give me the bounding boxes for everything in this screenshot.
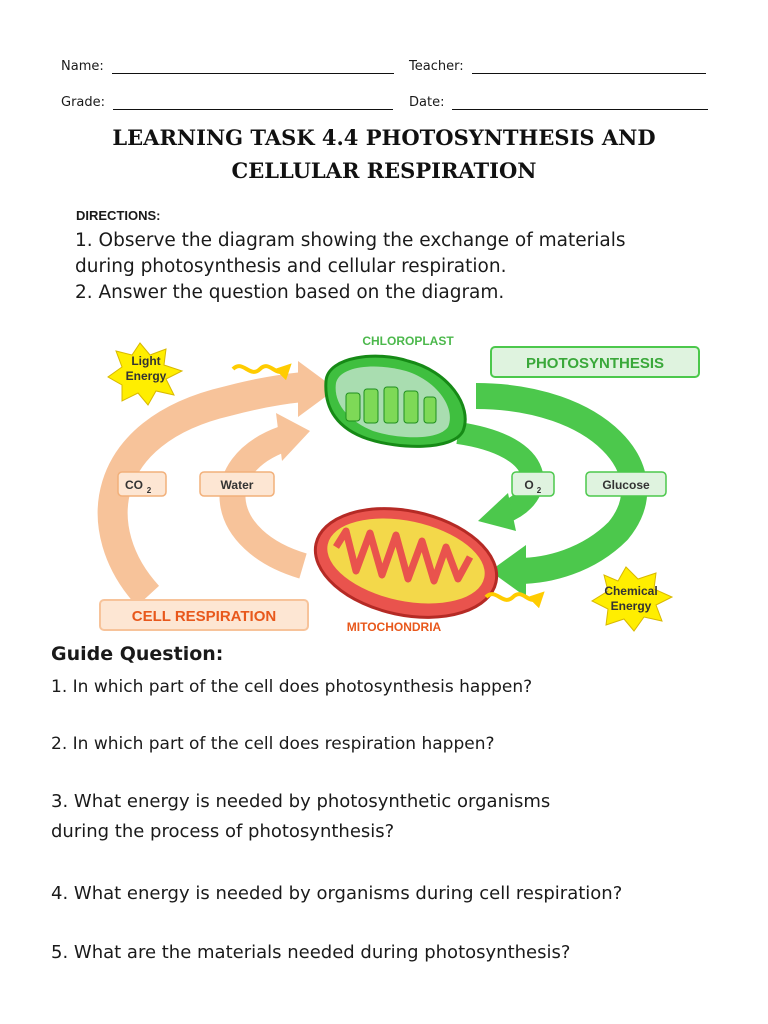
- cell-respiration-label: CELL RESPIRATION: [132, 608, 276, 625]
- header-row-1: Name: Teacher:: [0, 56, 768, 76]
- glucose-label: Glucose: [602, 478, 650, 492]
- name-label: Name:: [61, 59, 104, 74]
- chloroplast: [324, 354, 467, 448]
- mitochondria: [313, 507, 499, 619]
- chloroplast-label: CHLOROPLAST: [362, 334, 454, 348]
- water-label: Water: [221, 478, 254, 492]
- water-arrow: [219, 413, 310, 579]
- question-5: 5. What are the materials needed during …: [51, 942, 571, 963]
- o2-subscript: 2: [537, 486, 542, 495]
- date-field[interactable]: Date:: [409, 92, 709, 110]
- chemical-energy-text-1: Chemical: [604, 584, 657, 598]
- question-2: 2. In which part of the cell does respir…: [51, 734, 495, 754]
- header-row-2: Grade: Date:: [0, 92, 768, 112]
- o2-box: [511, 471, 555, 497]
- co2-label: CO: [125, 478, 143, 492]
- chemical-energy-star: Chemical Energy: [590, 566, 674, 632]
- question-1: 1. In which part of the cell does photos…: [51, 677, 533, 697]
- question-4: 4. What energy is needed by organisms du…: [51, 883, 623, 904]
- directions-line-1: 1. Observe the diagram showing the excha…: [75, 230, 626, 251]
- name-field[interactable]: Name:: [61, 56, 394, 74]
- water-box: [199, 471, 275, 497]
- directions-line-3: 2. Answer the question based on the diag…: [75, 282, 505, 303]
- teacher-label: Teacher:: [409, 59, 464, 74]
- title-line-1: LEARNING TASK 4.4 PHOTOSYNTHESIS AND: [112, 125, 656, 150]
- light-wave-icon: [231, 363, 292, 381]
- co2-subscript: 2: [147, 486, 152, 495]
- title-line-2: CELLULAR RESPIRATION: [231, 158, 537, 183]
- grade-field[interactable]: Grade:: [61, 92, 394, 110]
- page-title: LEARNING TASK 4.4 PHOTOSYNTHESIS AND CEL…: [0, 121, 768, 187]
- chemical-energy-text-2: Energy: [611, 599, 652, 613]
- photosynthesis-respiration-diagram: CHLOROPLAST MITOCHONDRIA Light Energy Ch…: [78, 321, 710, 641]
- o2-label: O: [524, 478, 533, 492]
- date-label: Date:: [409, 95, 445, 110]
- mitochondria-label: MITOCHONDRIA: [347, 620, 442, 634]
- co2-box: [117, 471, 167, 497]
- name-line[interactable]: [111, 59, 394, 74]
- question-3-line-2: during the process of photosynthesis?: [51, 821, 395, 842]
- directions-label: DIRECTIONS:: [76, 208, 161, 223]
- glucose-arrow: [475, 383, 648, 597]
- guide-question-title: Guide Question:: [51, 643, 224, 665]
- question-3-line-1: 3. What energy is needed by photosynthet…: [51, 791, 551, 812]
- teacher-field[interactable]: Teacher:: [409, 56, 706, 74]
- grade-label: Grade:: [61, 95, 106, 110]
- light-energy-text-1: Light: [131, 354, 160, 368]
- light-energy-star: Light Energy: [107, 342, 184, 406]
- teacher-line[interactable]: [471, 59, 706, 74]
- chemical-wave-icon: [484, 591, 545, 609]
- photosynthesis-label: PHOTOSYNTHESIS: [526, 355, 664, 372]
- date-line[interactable]: [452, 95, 709, 110]
- co2-arrow: [97, 361, 336, 607]
- grade-line[interactable]: [113, 95, 394, 110]
- directions-line-2: during photosynthesis and cellular respi…: [75, 256, 507, 277]
- photosynthesis-box: [490, 346, 700, 378]
- glucose-box: [585, 471, 667, 497]
- light-energy-text-2: Energy: [126, 369, 167, 383]
- cell-respiration-box: [99, 599, 309, 631]
